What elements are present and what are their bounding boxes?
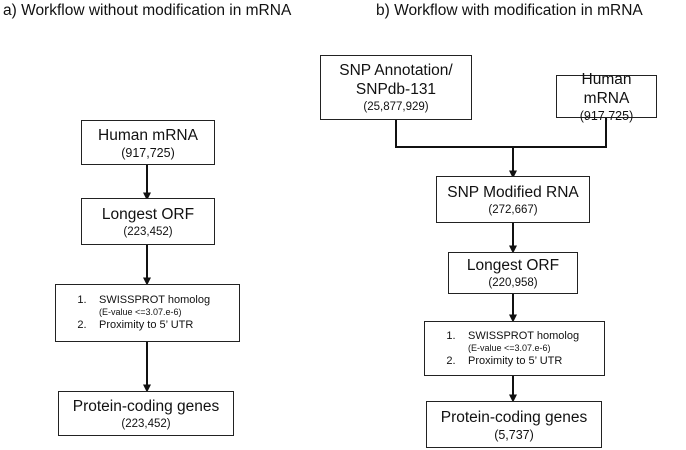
panel-a-title: a) Workflow without modification in mRNA	[3, 2, 292, 19]
criterion-b-1-number: 1.	[446, 329, 456, 342]
box-a-longest-orf-label: Longest ORF	[101, 205, 195, 223]
box-a-human-mrna-count: (917,725)	[121, 145, 175, 160]
criterion-a-2-number: 2.	[77, 319, 87, 331]
criterion-a-1-text: SWISSPROT homolog	[99, 294, 211, 306]
criterion-b-1-text: SWISSPROT homolog	[468, 329, 580, 342]
box-b-human-mrna-count: (917,725)	[579, 109, 634, 123]
box-a-human-mrna: Human mRNA (917,725)	[81, 120, 215, 165]
box-b-longest-orf: Longest ORF (220,958)	[448, 252, 578, 294]
criterion-a-1: 1. SWISSPROT homolog	[65, 294, 210, 307]
box-a-protein-coding-genes-label: Protein-coding genes	[72, 397, 220, 415]
box-b-protein-coding-genes: Protein-coding genes (5,737)	[426, 401, 602, 448]
criterion-b-1: 1. SWISSPROT homolog	[434, 330, 579, 343]
criterion-b-2-text: Proximity to 5’ UTR	[468, 354, 563, 367]
box-b-snp-modified-rna-label: SNP Modified RNA	[447, 183, 579, 201]
box-a-protein-coding-genes: Protein-coding genes (223,452)	[58, 391, 234, 436]
box-b-filter-criteria: 1. SWISSPROT homolog (E-value <=3.07.e-6…	[424, 321, 605, 376]
criterion-a-1-number: 1.	[77, 294, 87, 306]
box-b-protein-coding-genes-label: Protein-coding genes	[440, 408, 588, 426]
box-b-longest-orf-label: Longest ORF	[466, 257, 560, 274]
box-b-snp-annotation-line1: SNP Annotation/	[339, 62, 453, 79]
box-b-longest-orf-count: (220,958)	[488, 277, 538, 289]
criterion-b-1-evalue: (E-value <=3.07.e-6)	[468, 342, 551, 353]
box-b-human-mrna: Human mRNA (917,725)	[556, 71, 657, 123]
box-b-snp-modified-rna-count: (272,667)	[488, 203, 538, 216]
criterion-a-2-text: Proximity to 5’ UTR	[99, 319, 194, 331]
box-b-human-mrna-label: Human mRNA	[581, 71, 632, 107]
box-a-longest-orf-count: (223,452)	[123, 225, 173, 238]
box-a-longest-orf: Longest ORF (223,452)	[81, 198, 215, 245]
panel-b-title: b) Workflow with modification in mRNA	[376, 2, 643, 19]
criterion-a-1-evalue: (E-value <=3.07.e-6)	[99, 307, 182, 317]
criterion-b-2: 2. Proximity to 5’ UTR	[434, 355, 562, 368]
box-b-protein-coding-genes-count: (5,737)	[494, 427, 534, 442]
box-a-human-mrna-label: Human mRNA	[98, 126, 198, 144]
box-b-snp-annotation-count: (25,877,929)	[363, 101, 429, 113]
box-b-snp-annotation: SNP Annotation/ SNPdb-131 (25,877,929)	[320, 55, 472, 120]
box-a-filter-criteria: 1. SWISSPROT homolog (E-value <=3.07.e-6…	[55, 284, 240, 342]
box-b-snp-annotation-line2: SNPdb-131	[355, 81, 437, 98]
criterion-b-2-number: 2.	[446, 354, 456, 367]
box-a-protein-coding-genes-count: (223,452)	[121, 417, 171, 430]
box-b-snp-modified-rna: SNP Modified RNA (272,667)	[436, 176, 590, 223]
criterion-a-2: 2. Proximity to 5’ UTR	[65, 319, 193, 332]
